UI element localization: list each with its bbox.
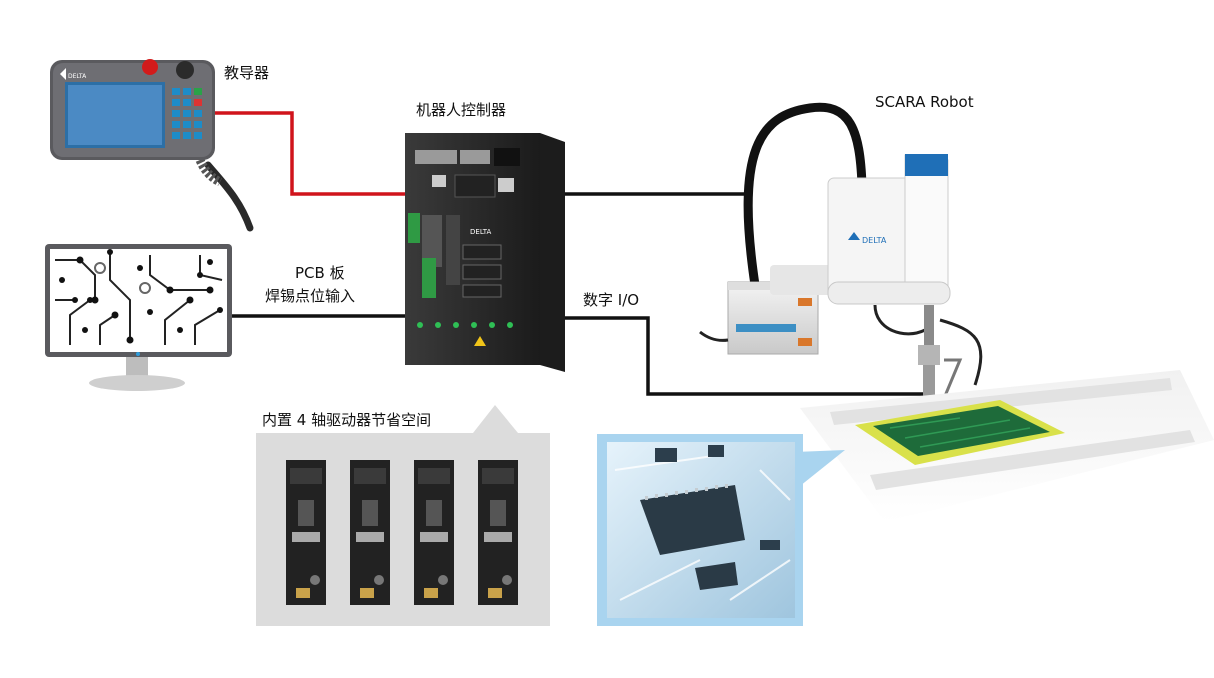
robot-controller: DELTA [405, 133, 565, 372]
digital-io-link [565, 316, 923, 396]
robot-controller-label: 机器人控制器 [416, 101, 507, 119]
work-area [800, 370, 1214, 522]
scara-robot-label: SCARA Robot [875, 93, 974, 111]
svg-text:DELTA: DELTA [470, 228, 491, 236]
drive-module-1 [286, 460, 326, 605]
pcb-input-label-line1: PCB 板 [295, 264, 345, 282]
pcb-monitor [45, 244, 232, 391]
digital-io-label: 数字 I/O [583, 291, 640, 309]
drive-module-4 [478, 460, 518, 605]
teach-pendant: DELTA [50, 59, 254, 232]
pcb-closeup-callout [597, 434, 845, 626]
drive-module-3 [414, 460, 454, 605]
pendant-controller-link [212, 111, 405, 196]
built-in-drives-label: 内置 4 轴驱动器节省空间 [262, 411, 432, 429]
scara-robot: DELTA [699, 102, 983, 425]
built-in-drives-callout [256, 405, 550, 626]
svg-text:DELTA: DELTA [862, 236, 887, 245]
pcb-input-label-line2: 焊锡点位输入 [265, 287, 356, 305]
drive-module-2 [350, 460, 390, 605]
svg-text:DELTA: DELTA [68, 73, 87, 80]
teach-pendant-label: 教导器 [224, 64, 270, 82]
